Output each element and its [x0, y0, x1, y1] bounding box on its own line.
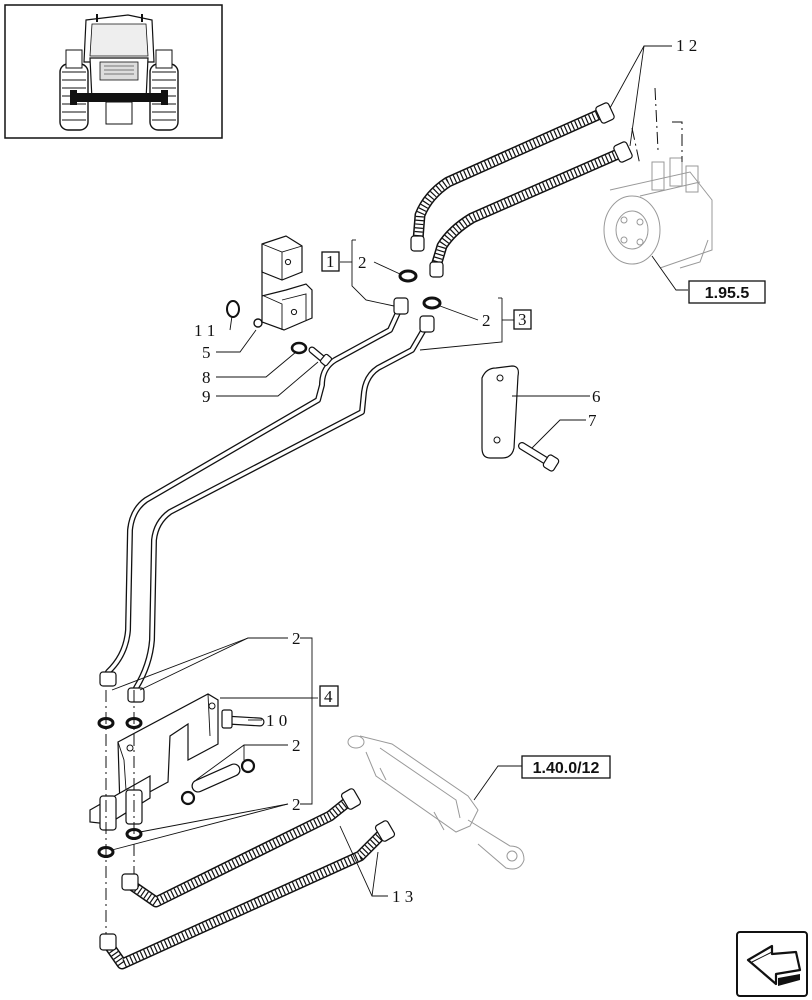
- callout-11: 1 1: [194, 321, 215, 340]
- svg-text:1.40.0/12: 1.40.0/12: [533, 760, 600, 777]
- callout-2-lower-2: 2: [292, 736, 301, 755]
- tractor-thumbnail: [4, 4, 223, 139]
- svg-text:1.95.5: 1.95.5: [705, 285, 750, 302]
- svg-text:3: 3: [518, 310, 527, 329]
- steering-unit: [603, 157, 713, 269]
- svg-text:1: 1: [326, 252, 335, 271]
- callout-5: 5: [202, 343, 211, 362]
- callout-2-washer-b: 2: [482, 311, 491, 330]
- boxed-callout-4: 4: [319, 685, 339, 707]
- ref-link-1-40-0-12[interactable]: 1.40.0/12: [521, 755, 611, 779]
- plate-assembly: [481, 365, 560, 472]
- callout-12: 1 2: [676, 36, 697, 55]
- callout-13: 1 3: [392, 887, 413, 906]
- callout-7: 7: [588, 411, 597, 430]
- bracket-assembly: [226, 235, 333, 367]
- manifold-bracket: [89, 693, 265, 831]
- centre-line: [654, 87, 659, 151]
- lower-hoses: [99, 788, 396, 970]
- next-page-arrow-icon[interactable]: [736, 931, 808, 997]
- boxed-callout-3: 3: [513, 309, 532, 330]
- callout-2-washer-a: 2: [358, 253, 367, 272]
- svg-text:4: 4: [324, 687, 333, 706]
- centre-line: [672, 121, 683, 162]
- callout-10: 1 0: [266, 711, 287, 730]
- callout-6: 6: [592, 387, 601, 406]
- callout-2-lower-3: 2: [292, 795, 301, 814]
- rigid-pipes: [99, 297, 435, 703]
- boxed-callout-1: 1: [321, 251, 340, 272]
- centre-line: [631, 127, 641, 166]
- ref-link-1-95-5[interactable]: 1.95.5: [688, 280, 766, 304]
- callout-2-lower-1: 2: [292, 629, 301, 648]
- steering-cylinder: [347, 735, 525, 870]
- upper-hoses: [410, 102, 633, 278]
- callout-9: 9: [202, 387, 211, 406]
- leader-lines: [111, 45, 688, 897]
- callout-8: 8: [202, 368, 211, 387]
